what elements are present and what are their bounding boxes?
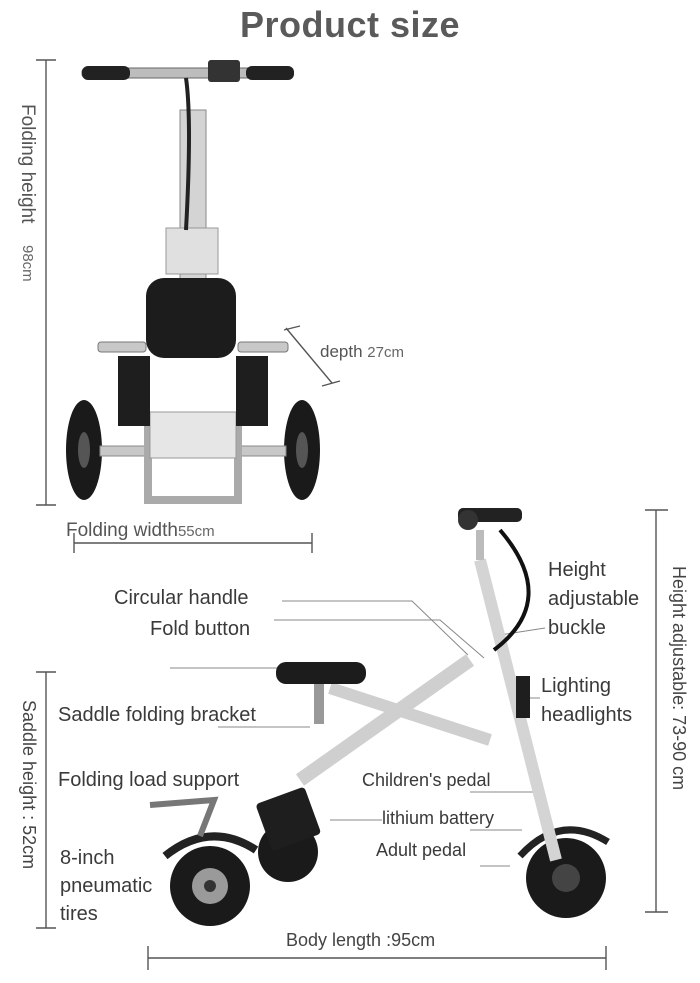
lighting-line1: Lighting xyxy=(541,675,612,697)
depth-text: depth xyxy=(320,342,363,361)
lighting-line2: headlights xyxy=(541,704,633,726)
folding-height-value: 98cm xyxy=(19,245,36,283)
height-buckle-line2: adjustable xyxy=(548,588,640,610)
tires-label-line2: pneumatic xyxy=(60,875,153,897)
lithium-battery-label: lithium battery xyxy=(382,808,495,828)
tires-label-line3: tires xyxy=(60,903,98,925)
folding-load-support-label: Folding load support xyxy=(58,769,240,791)
folding-width-label: Folding width55cm xyxy=(66,520,215,542)
tires-label: 8-inch pneumatic tires xyxy=(60,844,152,928)
circular-handle-label: Circular handle xyxy=(114,587,249,609)
height-buckle-line3: buckle xyxy=(548,617,606,639)
saddle-folding-bracket-label: Saddle folding bracket xyxy=(58,704,256,726)
tires-label-line1: 8-inch xyxy=(60,847,115,869)
adult-pedal-label: Adult pedal xyxy=(376,840,467,860)
fold-button-label: Fold button xyxy=(150,618,251,640)
childrens-pedal-label: Children's pedal xyxy=(362,770,491,790)
depth-label: depth 27cm xyxy=(320,342,404,362)
height-buckle-line1: Height xyxy=(548,559,606,581)
page-title: Product size xyxy=(239,4,461,45)
lighting-label: Lighting headlights xyxy=(541,672,632,730)
body-length-label: Body length :95cm xyxy=(286,930,436,950)
folding-width-value: 55cm xyxy=(177,523,215,540)
depth-line xyxy=(285,327,333,384)
height-adjustable-label: Height adjustable: 73-90 cm xyxy=(669,566,689,791)
depth-value: 27cm xyxy=(367,344,404,361)
folding-height-text: Folding height xyxy=(17,104,38,224)
folding-height-label: Folding height 98cm xyxy=(16,104,38,282)
saddle-height-label: Saddle height : 52cm xyxy=(19,700,39,870)
folding-width-text: Folding width xyxy=(66,520,178,541)
height-buckle-label: Height adjustable buckle xyxy=(548,556,639,643)
